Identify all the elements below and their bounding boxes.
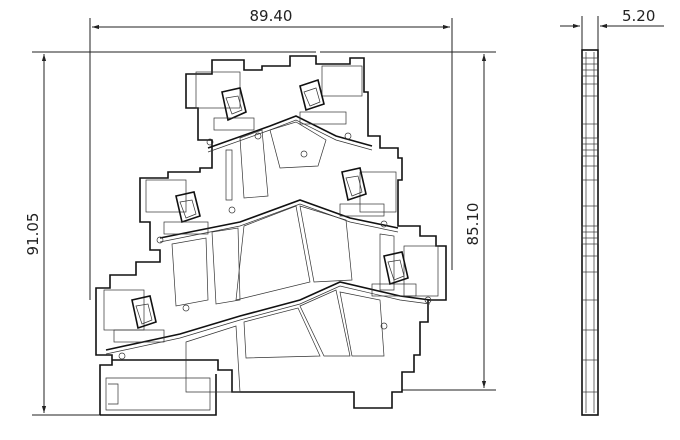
dimension-height-right: 85.10 <box>320 51 496 391</box>
width-side-label: 5.20 <box>622 7 655 25</box>
front-view-outline <box>95 55 447 416</box>
side-view <box>581 49 599 416</box>
clamp-low-left <box>103 289 190 360</box>
internal-cells <box>171 121 395 393</box>
height-left-label: 91.05 <box>24 213 42 256</box>
dimension-width-top: 89.40 <box>89 7 453 300</box>
height-right-label: 85.10 <box>464 203 482 246</box>
width-top-label: 89.40 <box>250 7 293 25</box>
dimension-height-left: 91.05 <box>24 51 316 416</box>
clamp-top-left <box>195 71 262 146</box>
clamp-top-right <box>299 65 363 158</box>
clamp-mid-left <box>145 179 236 244</box>
clamp-low-right <box>371 245 439 330</box>
clamp-mid-right <box>339 167 397 228</box>
dimension-width-side: 5.20 <box>560 7 664 50</box>
